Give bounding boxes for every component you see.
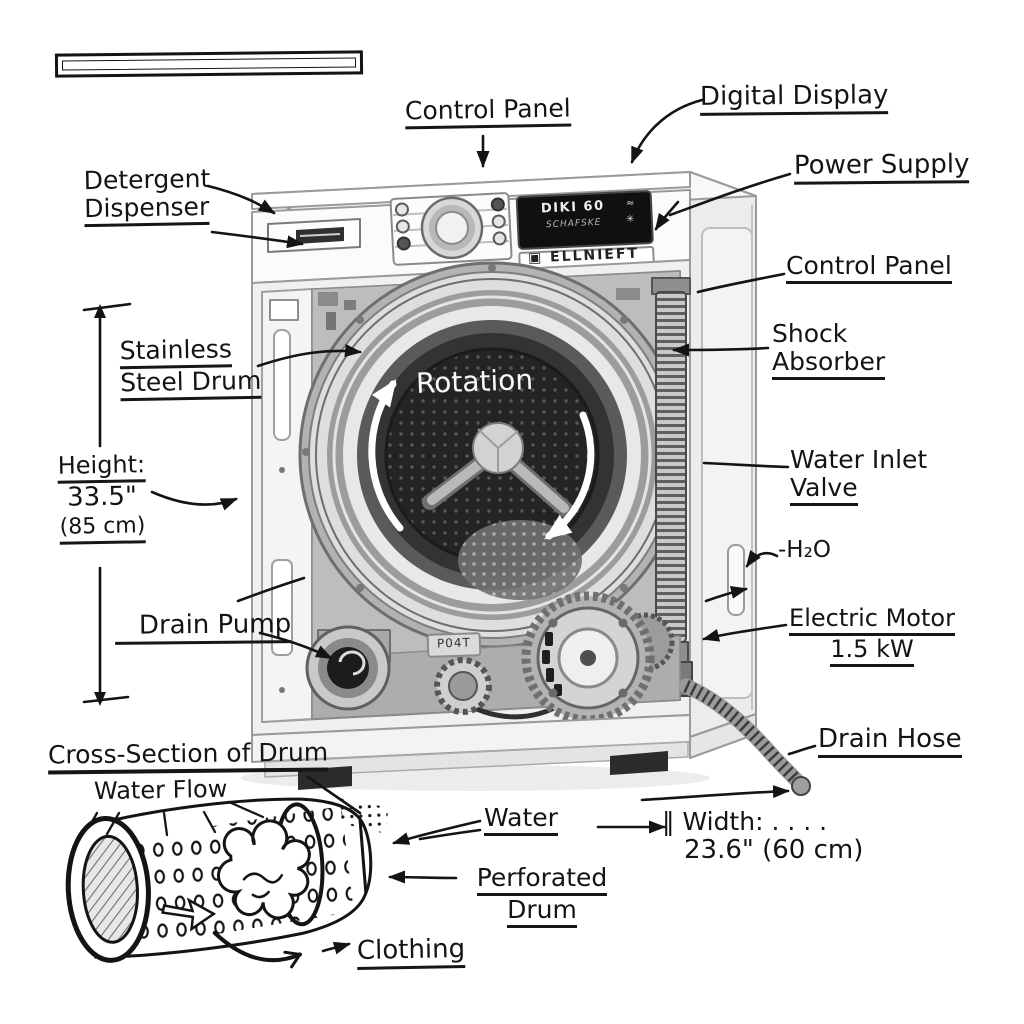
control-knob-panel — [389, 192, 513, 266]
machine-cabinet — [240, 171, 811, 796]
label-control-panel-top: Control Panel — [405, 94, 572, 130]
drain-hose-part — [678, 678, 811, 796]
shock-absorber-arrow — [672, 343, 770, 357]
detergent-drawer — [267, 218, 361, 253]
label-drain-pump: Drain Pump — [114, 609, 292, 646]
perforated-arrow — [388, 870, 458, 884]
water-flow-ticks — [87, 800, 265, 837]
label-h2o: -H₂O — [778, 537, 831, 563]
label-rotation: Rotation — [415, 362, 534, 401]
cross-section-drum-sketch — [65, 797, 389, 969]
drain-pump-line-2 — [236, 576, 306, 603]
label-digital-display: Digital Display — [700, 80, 889, 116]
label-height: Height: 33.5" (85 cm) — [43, 450, 161, 545]
water-inlet-line — [702, 461, 790, 469]
label-detergent-dispenser: Detergent Dispenser — [83, 164, 211, 228]
h2o-arrow-1 — [745, 549, 779, 568]
label-control-panel-right: Control Panel — [786, 252, 952, 284]
label-perforated-drum: Perforated Drum — [462, 864, 622, 928]
cross-section-line — [306, 775, 362, 815]
label-shock-absorber: Shock Absorber — [772, 320, 886, 380]
leader-arrows — [87, 98, 817, 955]
label-power-supply: Power Supply — [794, 149, 970, 185]
machinery — [305, 591, 681, 725]
drain-pump-part — [305, 625, 391, 711]
water-left-line-2 — [418, 828, 482, 841]
label-cross-section: Cross-Section of Drum — [48, 738, 329, 775]
electric-motor-part — [521, 591, 675, 725]
clothing-arrow — [321, 941, 351, 955]
h2o-arrow-2 — [704, 586, 748, 603]
power-supply-arrow — [654, 200, 680, 231]
detergent-arrow-2 — [210, 230, 304, 249]
label-electric-motor: Electric Motor 1.5 kW — [782, 605, 962, 667]
rotation-arrows — [368, 379, 595, 540]
drain-hose-line — [787, 744, 817, 756]
label-stainless-steel-drum: Stainless Steel Drum — [119, 334, 262, 402]
width-arrow — [640, 785, 790, 802]
detergent-arrow-1 — [206, 184, 276, 215]
height-dimension — [82, 302, 132, 706]
label-water-inlet-valve: Water Inlet Valve — [790, 446, 927, 506]
control-panel-right-line — [696, 272, 786, 294]
stainless-drum-arrow — [256, 344, 362, 368]
label-clothing: Clothing — [357, 934, 466, 971]
power-supply-line — [668, 172, 792, 217]
height-leader — [150, 490, 238, 511]
digital-display-arrow — [630, 98, 704, 164]
label-water-flow: Water Flow — [93, 774, 228, 806]
lcd-icon-wave: ≈ — [625, 197, 635, 210]
electric-motor-arrow — [702, 623, 788, 642]
drum — [298, 261, 686, 649]
water-left-arrow — [392, 819, 482, 845]
lcd-line1: DIKI 60 — [540, 198, 605, 217]
label-drain-hose: Drain Hose — [818, 724, 962, 759]
label-width: ‖ Width: . . . . 23.6" (60 cm) — [662, 807, 864, 865]
lcd-icon-star: ✳ — [625, 213, 635, 226]
drain-pump-arrow — [258, 631, 333, 660]
drum-tag: P04T — [436, 635, 472, 651]
label-water: Water — [484, 804, 558, 836]
diagram-title — [54, 50, 364, 78]
brand-logo-icon: ▣ — [527, 249, 544, 267]
